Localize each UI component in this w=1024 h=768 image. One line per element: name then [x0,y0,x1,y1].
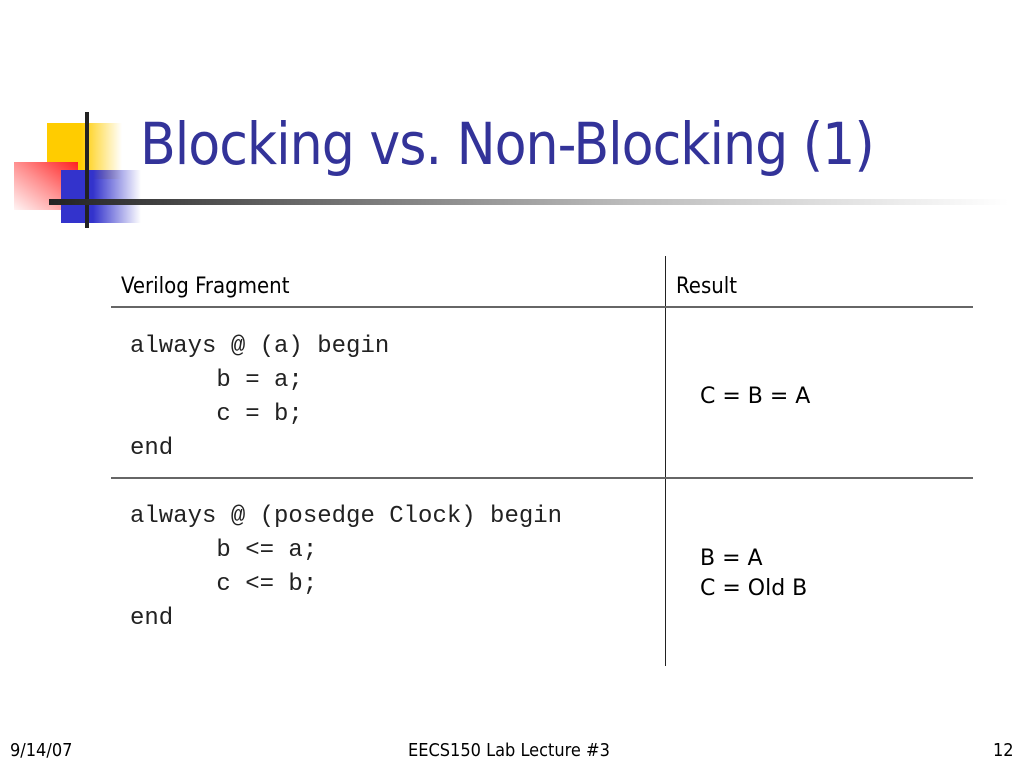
result-line: C = Old B [700,576,808,601]
result-nonblocking: B = A C = Old B [700,544,807,604]
result-line: B = A [700,546,763,571]
vertical-bar-icon [85,112,89,228]
blue-square-icon [61,170,141,223]
code-fragment-blocking: always @ (a) begin b = a; c = b; end [130,333,390,462]
footer-page-number: 12 [993,740,1014,761]
header-verilog-fragment: Verilog Fragment [121,274,290,299]
result-blocking: C = B = A [700,382,810,412]
row-divider [111,477,973,479]
footer-title: EECS150 Lab Lecture #3 [408,740,610,761]
comparison-table: Verilog Fragment Result always @ (a) beg… [111,256,973,666]
slide-logo-decoration [0,100,200,240]
result-line: C = B = A [700,384,811,409]
column-divider [665,256,666,666]
title-underline [49,199,1009,205]
header-result: Result [676,274,738,299]
code-fragment-nonblocking: always @ (posedge Clock) begin b <= a; c… [130,503,563,632]
footer-date: 9/14/07 [10,740,73,761]
slide-title: Blocking vs. Non-Blocking (1) [140,110,875,178]
header-divider [111,306,973,308]
